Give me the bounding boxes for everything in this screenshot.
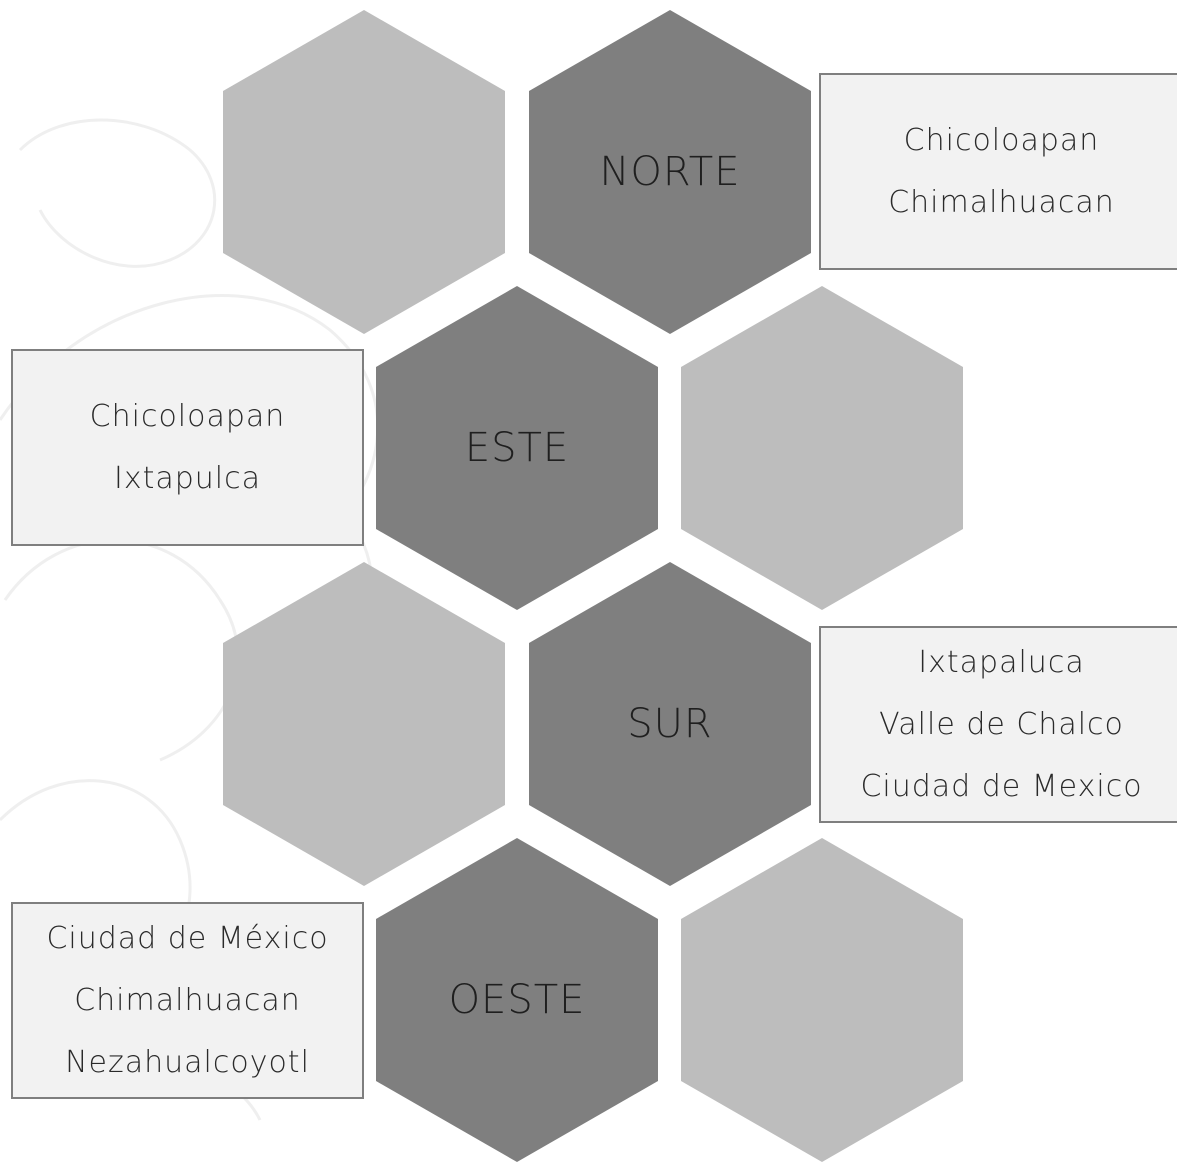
hex-decorative-1	[223, 10, 505, 334]
norte-label: NORTE	[599, 149, 741, 195]
este-label: ESTE	[464, 425, 570, 471]
oeste-place: Ciudad de México	[46, 920, 329, 956]
hex-decorative-2	[681, 286, 963, 610]
hex-decorative-4	[681, 838, 963, 1162]
hex-decorative-3	[223, 562, 505, 886]
sur-place: Ixtapaluca	[918, 644, 1085, 680]
norte-place: Chimalhuacan	[888, 184, 1115, 220]
hex-este: ESTE	[376, 286, 658, 610]
este-places-box: Chicoloapan Ixtapulca	[11, 349, 364, 546]
oeste-label: OESTE	[448, 977, 586, 1023]
sur-label: SUR	[627, 701, 713, 747]
sur-places-box: Ixtapaluca Valle de Chalco Ciudad de Mex…	[819, 626, 1177, 823]
este-place: Ixtapulca	[113, 460, 262, 496]
hex-norte: NORTE	[529, 10, 811, 334]
sur-place: Valle de Chalco	[879, 706, 1124, 742]
sur-place: Ciudad de Mexico	[860, 768, 1143, 804]
hex-sur: SUR	[529, 562, 811, 886]
norte-place: Chicoloapan	[903, 122, 1100, 158]
este-place: Chicoloapan	[89, 398, 286, 434]
norte-places-box: Chicoloapan Chimalhuacan	[819, 73, 1177, 270]
oeste-place: Nezahualcoyotl	[65, 1044, 310, 1080]
oeste-place: Chimalhuacan	[74, 982, 301, 1018]
hex-oeste: OESTE	[376, 838, 658, 1162]
oeste-places-box: Ciudad de México Chimalhuacan Nezahualco…	[11, 902, 364, 1099]
